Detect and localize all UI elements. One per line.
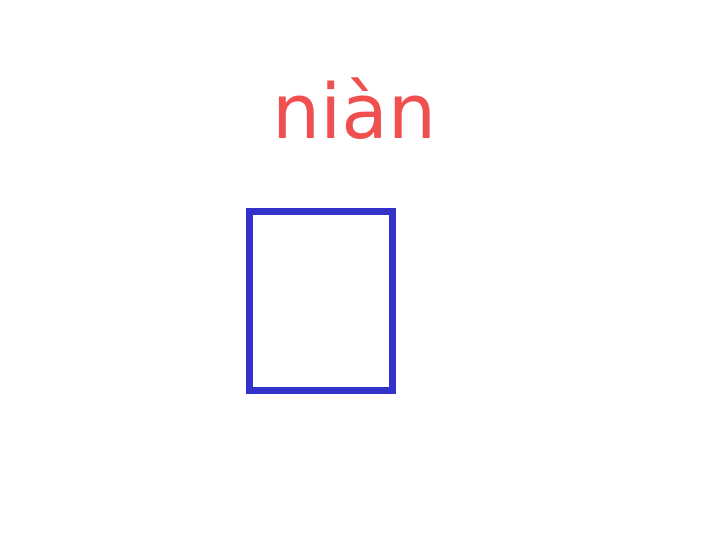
missing-glyph-box-icon	[246, 208, 396, 394]
pinyin-label: niàn	[272, 67, 437, 156]
